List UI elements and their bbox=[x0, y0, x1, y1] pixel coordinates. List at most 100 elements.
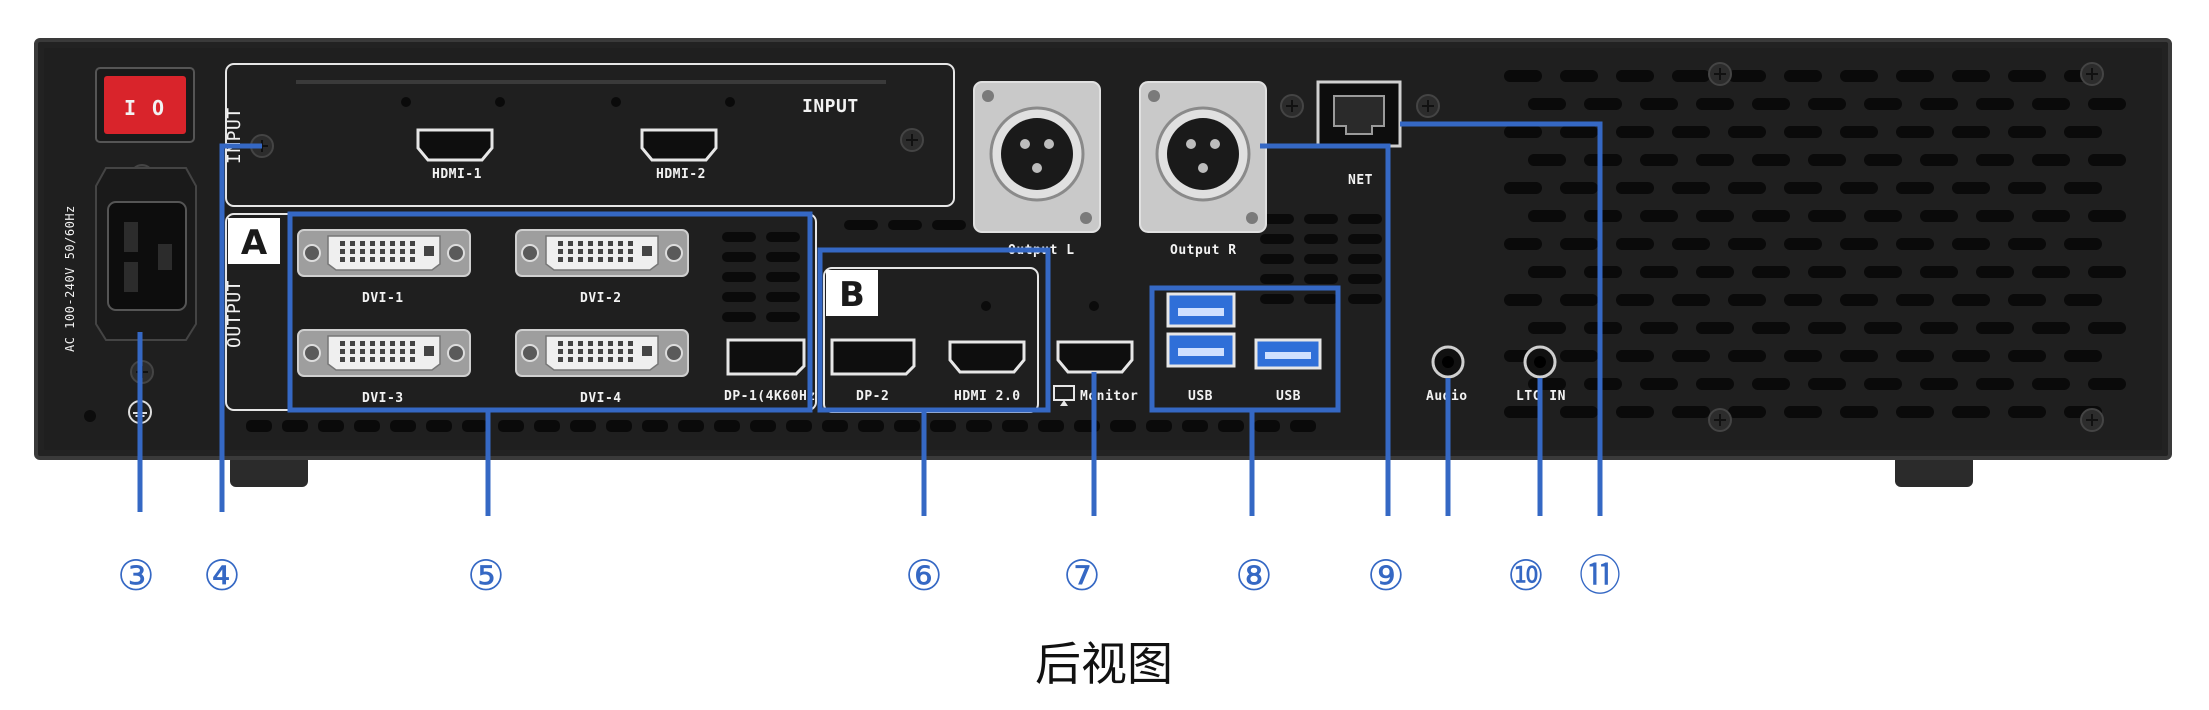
fan-slot bbox=[1728, 238, 1766, 250]
fan-slot bbox=[1784, 182, 1822, 194]
vent-slot bbox=[766, 232, 800, 242]
fan-slot bbox=[1616, 126, 1654, 138]
screw bbox=[900, 128, 924, 152]
vent-slot bbox=[1260, 274, 1294, 284]
monitor-port[interactable] bbox=[1056, 340, 1134, 374]
callout-number: ⑩ bbox=[1507, 551, 1545, 600]
fan-slot bbox=[1672, 406, 1710, 418]
fan-grille bbox=[722, 70, 2126, 418]
fan-slot bbox=[1528, 154, 1566, 166]
fan-slot bbox=[2064, 182, 2102, 194]
fan-slot bbox=[1896, 70, 1934, 82]
dvi-port[interactable] bbox=[515, 329, 689, 377]
fan-slot bbox=[1752, 210, 1790, 222]
hdmi-input-port[interactable] bbox=[416, 128, 494, 162]
fan-slot bbox=[2032, 322, 2070, 334]
power-switch[interactable]: I O bbox=[95, 67, 195, 143]
vent-slot bbox=[1182, 420, 1208, 432]
vent-slot bbox=[932, 220, 966, 230]
fan-slot bbox=[1896, 406, 1934, 418]
fan-slot bbox=[1864, 210, 1902, 222]
hdmi20-port[interactable] bbox=[948, 340, 1026, 374]
fan-slot bbox=[2032, 98, 2070, 110]
dvi-port[interactable] bbox=[515, 229, 689, 277]
fan-slot bbox=[1840, 182, 1878, 194]
dp1-port[interactable] bbox=[726, 338, 806, 376]
callout-number: ⑧ bbox=[1235, 551, 1273, 600]
highlight-box-5 bbox=[287, 211, 813, 413]
dp2-port[interactable] bbox=[830, 338, 916, 376]
fan-slot bbox=[2088, 266, 2126, 278]
fan-slot bbox=[1952, 350, 1990, 362]
vent-slot bbox=[678, 420, 704, 432]
vent-slot bbox=[966, 420, 992, 432]
fan-slot bbox=[1504, 406, 1542, 418]
section-b-label: B bbox=[839, 275, 865, 315]
fan-slot bbox=[1840, 70, 1878, 82]
fan-slot bbox=[1528, 266, 1566, 278]
vent-slot bbox=[722, 252, 756, 262]
vent-slot bbox=[750, 420, 776, 432]
fan-slot bbox=[1560, 406, 1598, 418]
fan-slot bbox=[2008, 238, 2046, 250]
usb1-label: USB bbox=[1188, 389, 1213, 404]
power-rating-label: AC 100-240V 50/60Hz bbox=[63, 205, 77, 352]
vent-slot bbox=[1348, 234, 1382, 244]
dvi-label: DVI-3 bbox=[362, 391, 404, 406]
fan-slot bbox=[1584, 322, 1622, 334]
fan-slot bbox=[1504, 126, 1542, 138]
hdmi-input-port[interactable] bbox=[640, 128, 718, 162]
fan-slot bbox=[1784, 406, 1822, 418]
fan-slot bbox=[1672, 294, 1710, 306]
vent-slot bbox=[1260, 294, 1294, 304]
fan-slot bbox=[1640, 210, 1678, 222]
fan-slot bbox=[2064, 294, 2102, 306]
section-a-label: A bbox=[241, 223, 268, 263]
switch-on-label: I bbox=[124, 96, 137, 120]
fan-slot bbox=[1784, 70, 1822, 82]
fan-slot bbox=[2008, 126, 2046, 138]
fan-slot bbox=[1696, 154, 1734, 166]
screw bbox=[495, 97, 505, 107]
ltc-jack[interactable] bbox=[1523, 345, 1557, 379]
vent-slot bbox=[1146, 420, 1172, 432]
vent-slot bbox=[722, 272, 756, 282]
vent-slot bbox=[1348, 294, 1382, 304]
fan-slot bbox=[1504, 294, 1542, 306]
usb-single-port[interactable] bbox=[1254, 338, 1322, 370]
fan-slot bbox=[1920, 266, 1958, 278]
dvi-port[interactable] bbox=[297, 329, 471, 377]
power-inlet[interactable] bbox=[95, 167, 197, 341]
dvi-port[interactable] bbox=[297, 229, 471, 277]
fan-slot bbox=[1808, 378, 1846, 390]
screw bbox=[1280, 94, 1304, 118]
vent-slot bbox=[462, 420, 488, 432]
net-port[interactable] bbox=[1316, 80, 1402, 148]
usb-stack-port[interactable] bbox=[1166, 292, 1236, 368]
vent-slot bbox=[1254, 420, 1280, 432]
fan-slot bbox=[2088, 322, 2126, 334]
input-side-label: INPUT bbox=[224, 107, 245, 164]
audio-jack[interactable] bbox=[1431, 345, 1465, 379]
xlr-output-r[interactable] bbox=[1139, 81, 1267, 233]
xlr-output-l[interactable] bbox=[973, 81, 1101, 233]
ground-screw-hole bbox=[84, 410, 96, 422]
dvi-label: DVI-2 bbox=[580, 291, 622, 306]
fan-slot bbox=[1728, 294, 1766, 306]
fan-slot bbox=[1584, 210, 1622, 222]
fan-slot bbox=[1808, 98, 1846, 110]
fan-slot bbox=[1864, 378, 1902, 390]
fan-slot bbox=[1952, 182, 1990, 194]
net-label: NET bbox=[1348, 173, 1373, 188]
fan-slot bbox=[1560, 182, 1598, 194]
screw bbox=[2080, 408, 2104, 432]
fan-slot bbox=[1672, 182, 1710, 194]
vent-slot bbox=[570, 420, 596, 432]
fan-slot bbox=[1952, 70, 1990, 82]
vent-slot bbox=[1348, 274, 1382, 284]
fan-slot bbox=[1560, 70, 1598, 82]
fan-slot bbox=[1616, 182, 1654, 194]
monitor-icon bbox=[1053, 385, 1075, 406]
